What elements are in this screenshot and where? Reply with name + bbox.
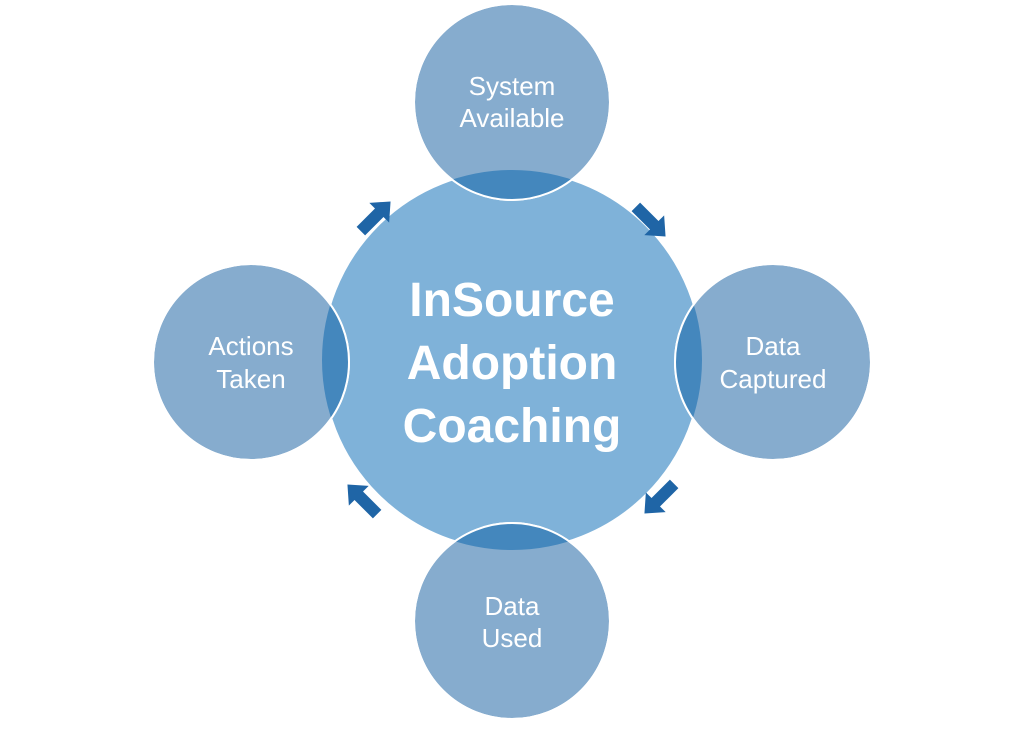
center-title-line-1: InSource [409, 274, 614, 327]
data-used-label-line-1: Data [485, 591, 540, 621]
cycle-arrows [347, 201, 679, 519]
data-captured-label-line-2: Captured [720, 364, 827, 394]
actions-taken-label-line-1: Actions [208, 331, 293, 361]
system-available-label-line-2: Available [459, 103, 564, 133]
arrow-used-to-actions [347, 484, 382, 519]
data-captured-label-line-1: Data [746, 331, 801, 361]
node-actions-taken: Actions Taken [152, 263, 350, 461]
node-outlines [152, 3, 872, 720]
arrow-system-to-captured [631, 202, 666, 237]
arrow-actions-to-system [356, 201, 391, 236]
center-title-line-2: Adoption [407, 337, 618, 390]
actions-taken-outline [152, 263, 350, 461]
data-used-outline [413, 522, 611, 720]
data-used-label-line-2: Used [482, 623, 543, 653]
system-available-outline [413, 3, 611, 201]
center-title-line-3: Coaching [403, 400, 622, 453]
data-captured-outline [674, 263, 872, 461]
arrow-captured-to-used [644, 479, 679, 514]
actions-taken-label-line-2: Taken [216, 364, 285, 394]
system-available-label-line-1: System [469, 71, 556, 101]
